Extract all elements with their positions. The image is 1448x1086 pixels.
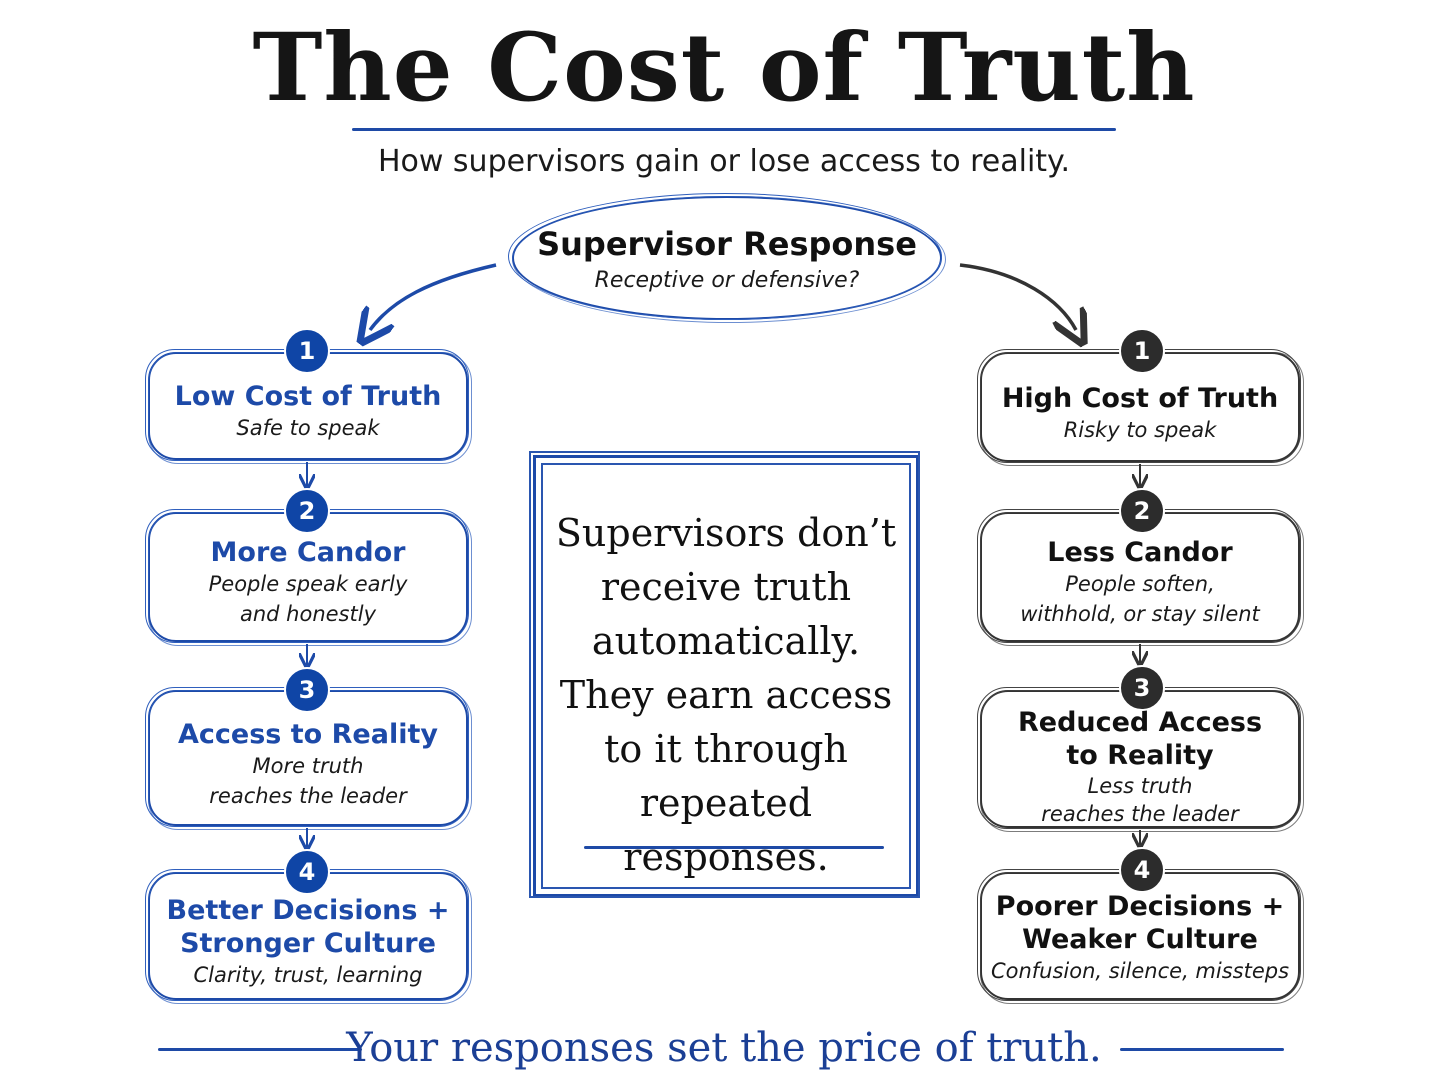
- right-step-title: Less Candor: [1047, 537, 1233, 568]
- left-step-title: Access to Reality: [178, 719, 438, 750]
- right-step-2-number-badge: 2: [1119, 488, 1165, 534]
- right-step-title: High Cost of Truth: [1001, 383, 1279, 414]
- right-step-subtitle: Risky to speak: [1063, 418, 1217, 442]
- footer-rule-left: [158, 1048, 362, 1051]
- left-branch-arrow: [370, 263, 497, 330]
- left-step-subtitle: Clarity, trust, learning: [193, 963, 423, 987]
- left-step-title: Low Cost of Truth: [174, 381, 442, 412]
- left-step-1-number-badge: 1: [284, 328, 330, 374]
- key-message-box: Supervisors don’t receive truth automati…: [529, 451, 920, 898]
- left-step-subtitle: Safe to speak: [236, 416, 380, 440]
- right-step-3-number-badge: 3: [1119, 665, 1165, 711]
- right-step-1-number-badge: 1: [1119, 328, 1165, 374]
- left-step-title: More Candor: [210, 537, 406, 568]
- footer-rule-right: [1120, 1048, 1284, 1051]
- left-step-3-number-badge: 3: [284, 667, 330, 713]
- left-step-4: Better Decisions +Stronger Culture Clari…: [145, 869, 472, 1004]
- page-title: The Cost of Truth: [252, 13, 1196, 123]
- left-step-4-number-badge: 4: [284, 849, 330, 895]
- right-step-subtitle: Confusion, silence, missteps: [990, 959, 1290, 983]
- right-step-title: Poorer Decisions +Weaker Culture: [995, 891, 1285, 955]
- left-step-2-number-badge: 2: [284, 488, 330, 534]
- left-step-title: Better Decisions +Stronger Culture: [166, 895, 450, 959]
- supervisor-response-node: Supervisor Response Receptive or defensi…: [508, 193, 946, 323]
- title-underline: [352, 128, 1116, 131]
- right-step-subtitle: People soften,withhold, or stay silent: [1020, 572, 1260, 626]
- page-subtitle: How supervisors gain or lose access to r…: [377, 144, 1071, 179]
- footer-tagline: Your responses set the price of truth.: [346, 1025, 1102, 1071]
- right-branch-arrow: [959, 263, 1076, 330]
- right-step-4-number-badge: 4: [1119, 847, 1165, 893]
